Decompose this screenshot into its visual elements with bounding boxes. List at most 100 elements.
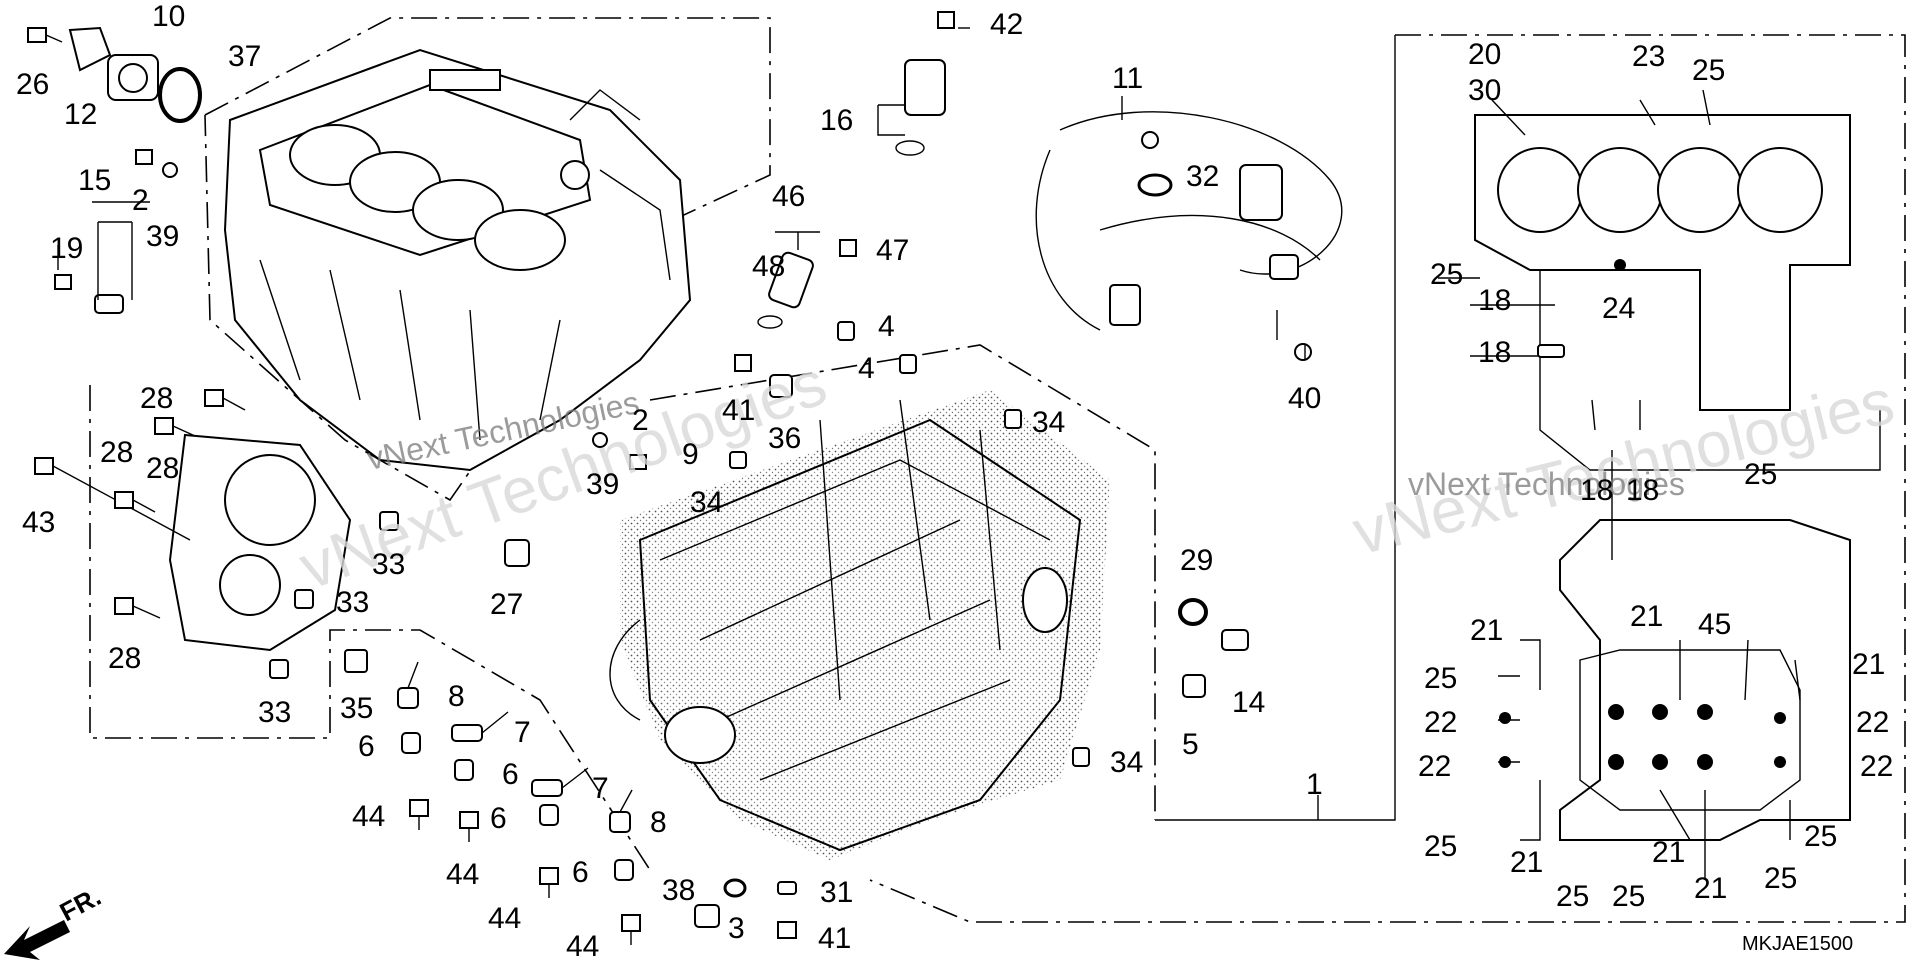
callout-35: 35 [340, 692, 373, 725]
oring-6c-icon [539, 804, 559, 826]
bolt-41b-icon [777, 921, 797, 939]
callout-44c: 44 [488, 902, 521, 935]
callout-39b: 39 [586, 468, 619, 501]
bolt-28a-icon [204, 389, 246, 411]
washer-38-icon [723, 878, 747, 898]
sensor-48-icon [757, 251, 814, 329]
callout-30: 30 [1468, 74, 1501, 107]
oring-6d-icon [614, 859, 634, 881]
callout-33a: 33 [372, 548, 405, 581]
front-direction-arrow: FR. [4, 881, 106, 960]
callout-45: 45 [1698, 608, 1731, 641]
callout-19: 19 [50, 232, 83, 265]
switch-15-icon [94, 294, 124, 314]
callout-29: 29 [1180, 544, 1213, 577]
callout-27: 27 [490, 588, 523, 621]
dowel-9-icon [729, 451, 747, 469]
callout-25a: 25 [1692, 54, 1725, 87]
callout-18b: 18 [1478, 336, 1511, 369]
callout-6c: 6 [490, 802, 507, 835]
callout-28b: 28 [146, 452, 179, 485]
callout-7b: 7 [592, 772, 609, 805]
callout-26: 26 [16, 68, 49, 101]
cap-5-icon [1182, 674, 1206, 698]
callout-21a: 21 [1470, 614, 1503, 647]
sensor-16-icon [895, 59, 946, 156]
callout-4b: 4 [858, 352, 875, 385]
jet-7a-icon [451, 711, 509, 742]
callout-25f: 25 [1556, 880, 1589, 913]
callout-41a: 41 [722, 394, 755, 427]
callout-6d: 6 [572, 856, 589, 889]
callout-18c: 18 [1580, 474, 1613, 507]
callout-25h: 25 [1764, 862, 1797, 895]
callout-48: 48 [752, 250, 785, 283]
callout-32: 32 [1186, 160, 1219, 193]
callout-22d: 22 [1860, 750, 1893, 783]
callout-6b: 6 [502, 758, 519, 791]
nut-40-icon [1294, 343, 1312, 361]
dowel-33c-icon [269, 659, 289, 679]
callout-33b: 33 [336, 586, 369, 619]
callout-8b: 8 [650, 806, 667, 839]
callout-21e: 21 [1652, 836, 1685, 869]
cylinder-block-view [1474, 114, 1881, 471]
callout-8a: 8 [448, 680, 465, 713]
callouts: 26 12 10 37 2 39 15 19 28 28 28 43 28 33… [16, 0, 1893, 960]
dowel-4a-icon [837, 321, 855, 341]
lower-crankcase [609, 390, 1110, 860]
oring-6a-icon [401, 732, 421, 754]
callout-21d: 21 [1510, 846, 1543, 879]
callout-10: 10 [152, 0, 185, 33]
callout-31: 31 [820, 876, 853, 909]
callout-25b: 25 [1430, 258, 1463, 291]
switch-27-icon [504, 539, 530, 567]
dowel-34a-icon [1004, 409, 1022, 429]
rear-cover-group-boundary [89, 385, 651, 871]
oil-pan-group-boundary [869, 34, 1906, 923]
plug-3-icon [694, 904, 720, 928]
washer-31-icon [777, 881, 797, 895]
wire-harness [1035, 111, 1343, 331]
callout-21c: 21 [1852, 648, 1885, 681]
jet-8b-icon [609, 789, 633, 833]
callout-37: 37 [228, 40, 261, 73]
callout-7a: 7 [514, 716, 531, 749]
seal-29-icon [1178, 598, 1208, 626]
callout-28d: 28 [108, 642, 141, 675]
callout-15: 15 [78, 164, 111, 197]
callout-25e: 25 [1424, 830, 1457, 863]
bolt-18-icon [1537, 344, 1565, 358]
callout-33c: 33 [258, 696, 291, 729]
dowel-34c-icon [1072, 747, 1090, 767]
bolt-19-icon [54, 274, 72, 290]
leader-lines [57, 27, 1801, 880]
cap-36-icon [769, 374, 793, 398]
callout-5: 5 [1182, 728, 1199, 761]
bolt-28c-icon [114, 491, 156, 513]
bolt-44a-icon [409, 799, 429, 830]
assembly-bracket-1 [1155, 35, 1396, 821]
plug-35-icon [344, 649, 368, 673]
callout-2b: 2 [632, 404, 649, 437]
callout-22c: 22 [1418, 750, 1451, 783]
hardware-parts [27, 11, 1626, 945]
callout-14: 14 [1232, 686, 1265, 719]
callout-1: 1 [1306, 768, 1323, 801]
callout-23: 23 [1632, 40, 1665, 73]
callout-6a: 6 [358, 730, 375, 763]
callout-16: 16 [820, 104, 853, 137]
front-direction-label: FR. [55, 881, 106, 927]
dowel-33b-icon [294, 589, 314, 609]
callout-21b: 21 [1630, 600, 1663, 633]
callout-34c: 34 [1110, 746, 1143, 779]
o-ring-37-icon [158, 67, 202, 123]
callout-3: 3 [728, 912, 745, 945]
callout-20: 20 [1468, 38, 1501, 71]
callout-38: 38 [662, 874, 695, 907]
callout-24: 24 [1602, 292, 1635, 325]
callout-47: 47 [876, 234, 909, 267]
callout-9: 9 [682, 438, 699, 471]
bolt-2b-icon [629, 454, 647, 470]
